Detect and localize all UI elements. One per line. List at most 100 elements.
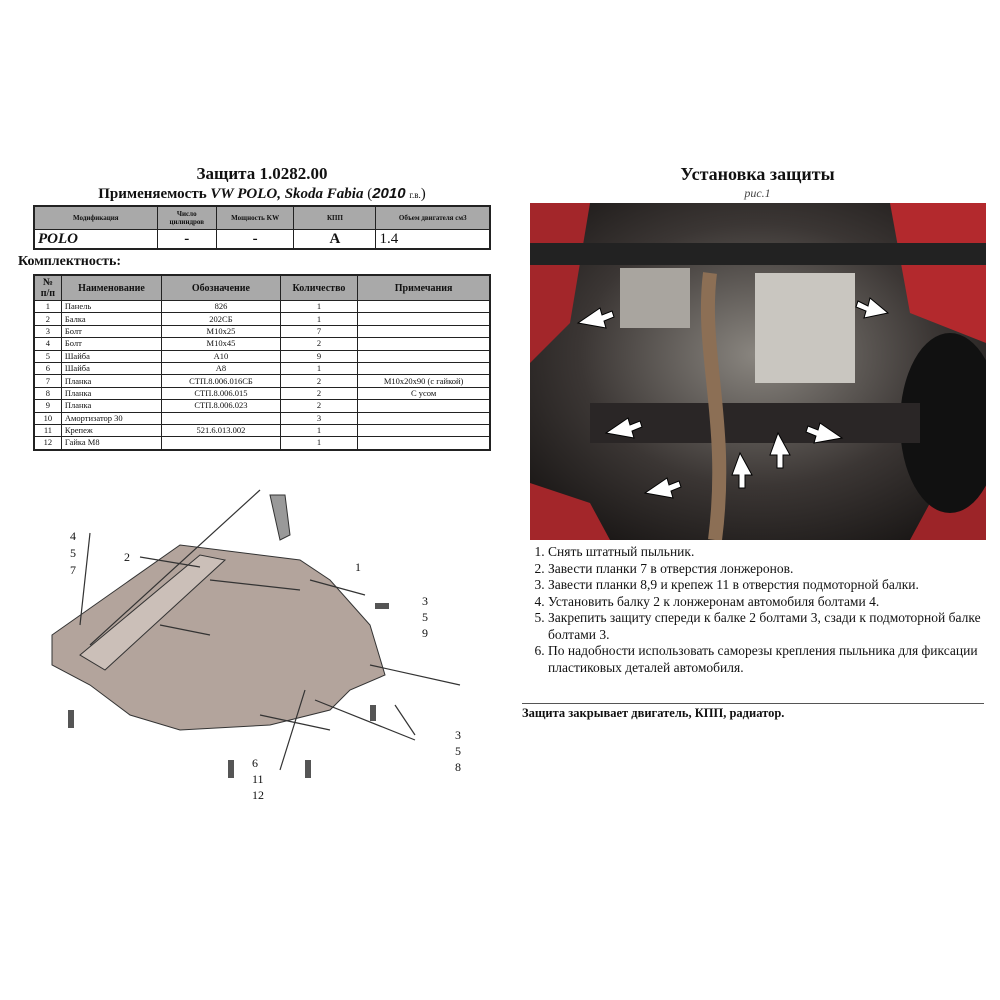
table-cell: 7 bbox=[33, 374, 62, 388]
install-title: Установка защиты bbox=[680, 164, 835, 184]
table-cell bbox=[161, 411, 281, 425]
label-group-e: 3 5 8 bbox=[455, 727, 461, 775]
table-cell: Гайка M8 bbox=[60, 436, 163, 451]
table-cell: 12 bbox=[33, 436, 62, 451]
table-cell: 2 bbox=[279, 399, 359, 413]
kit-heading: Комплектность: bbox=[18, 254, 122, 269]
diagram-label: 7 bbox=[70, 563, 76, 577]
figure-caption: рис.1 bbox=[744, 186, 771, 200]
diagram-label: 8 bbox=[455, 760, 461, 774]
table-cell: A10 bbox=[161, 349, 281, 363]
spec-header: Модификация bbox=[33, 205, 158, 230]
table-cell: 10 bbox=[33, 411, 62, 425]
spec-cell: POLO bbox=[33, 229, 158, 250]
table-cell bbox=[357, 324, 491, 339]
arrow-icons bbox=[576, 297, 890, 499]
table-cell bbox=[161, 436, 281, 451]
step-item: Снять штатный пыльник. bbox=[548, 544, 1000, 561]
table-cell bbox=[357, 337, 491, 351]
diagram-label: 5 bbox=[455, 744, 461, 758]
table-cell: С усом bbox=[357, 386, 491, 401]
table-cell bbox=[357, 349, 491, 363]
table-cell: 826 bbox=[161, 299, 281, 314]
parts-header: Примечания bbox=[357, 274, 491, 301]
table-cell: 8 bbox=[33, 386, 62, 401]
diagram-label: 3 bbox=[422, 594, 428, 608]
spec-header: Объем двигателя см3 bbox=[375, 205, 491, 230]
step-item: По надобности использовать саморезы креп… bbox=[548, 643, 1000, 676]
table-cell: 521.6.013.002 bbox=[161, 423, 281, 438]
table-cell: 1 bbox=[279, 436, 359, 451]
table-cell: 5 bbox=[33, 349, 62, 363]
step-item: Установить балку 2 к лонжеронам автомоби… bbox=[548, 594, 1000, 611]
step-item: Завести планки 7 в отверстия лонжеронов. bbox=[548, 561, 1000, 578]
table-cell: 7 bbox=[279, 324, 359, 339]
label-group-a: 4 5 7 bbox=[70, 528, 76, 579]
applicability: Применяемость VW POLO, Skoda Fabia (2010… bbox=[98, 185, 426, 202]
spec-header: Число цилиндров bbox=[156, 205, 217, 230]
spec-header: Мощность KW bbox=[215, 205, 295, 230]
table-cell: M10x20x90 (с гайкой) bbox=[357, 374, 491, 388]
table-cell: 2 bbox=[279, 374, 359, 388]
diagram-label: 5 bbox=[422, 610, 428, 624]
diagram-label: 5 bbox=[70, 546, 76, 560]
parts-header: Обозначение bbox=[161, 274, 281, 301]
diagram-label: 9 bbox=[422, 626, 428, 640]
table-cell: 6 bbox=[33, 361, 62, 376]
table-cell: 2 bbox=[279, 337, 359, 351]
table-cell: 11 bbox=[33, 423, 62, 438]
parts-header: Количество bbox=[279, 274, 359, 301]
table-cell: 3 bbox=[33, 324, 62, 339]
table-cell: A8 bbox=[161, 361, 281, 376]
diagram-label: 6 bbox=[252, 756, 258, 770]
table-cell: Крепеж bbox=[60, 423, 163, 438]
coverage-note: Защита закрывает двигатель, КПП, радиато… bbox=[522, 706, 785, 720]
spec-cell: A bbox=[293, 229, 377, 250]
applicability-year: 2010 bbox=[372, 185, 406, 202]
bracket bbox=[269, 494, 291, 541]
step-item: Закрепить защиту спереди к балке 2 болта… bbox=[548, 610, 1000, 643]
table-cell: M10x25 bbox=[161, 324, 281, 339]
table-cell: Планка bbox=[60, 386, 163, 401]
table-cell: Болт bbox=[60, 324, 163, 339]
table-cell: M10x45 bbox=[161, 337, 281, 351]
table-cell: Панель bbox=[60, 299, 163, 314]
crossbeam bbox=[79, 554, 227, 671]
table-cell: Шайба bbox=[60, 361, 163, 376]
table-cell: 2 bbox=[33, 312, 62, 326]
spec-table: Модификация Число цилиндров Мощность KW … bbox=[33, 205, 491, 250]
diagram-label: 3 bbox=[455, 728, 461, 742]
assembly-diagram bbox=[51, 489, 461, 778]
table-cell: 4 bbox=[33, 337, 62, 351]
diagram-label: 11 bbox=[252, 772, 264, 786]
diagram-label: 4 bbox=[70, 529, 76, 543]
table-cell: 1 bbox=[33, 299, 62, 314]
table-cell: 1 bbox=[279, 312, 359, 326]
table-cell: 9 bbox=[33, 399, 62, 413]
table-cell bbox=[357, 411, 491, 425]
table-cell bbox=[357, 299, 491, 314]
table-cell: 1 bbox=[279, 361, 359, 376]
parts-header: № п/п bbox=[33, 274, 62, 301]
table-cell: Балка bbox=[60, 312, 163, 326]
doc-title: Защита 1.0282.00 bbox=[196, 164, 328, 183]
table-cell bbox=[357, 436, 491, 451]
applicability-models: VW POLO, Skoda Fabia bbox=[210, 186, 364, 202]
table-cell: Планка bbox=[60, 374, 163, 388]
applicability-prefix: Применяемость bbox=[98, 186, 211, 202]
table-cell bbox=[357, 361, 491, 376]
spec-cell: 1.4 bbox=[375, 229, 491, 250]
table-cell: 1 bbox=[279, 423, 359, 438]
table-cell: 9 bbox=[279, 349, 359, 363]
table-cell: СТП.8.006.015 bbox=[161, 386, 281, 401]
table-cell: СТП.8.006.016СБ bbox=[161, 374, 281, 388]
